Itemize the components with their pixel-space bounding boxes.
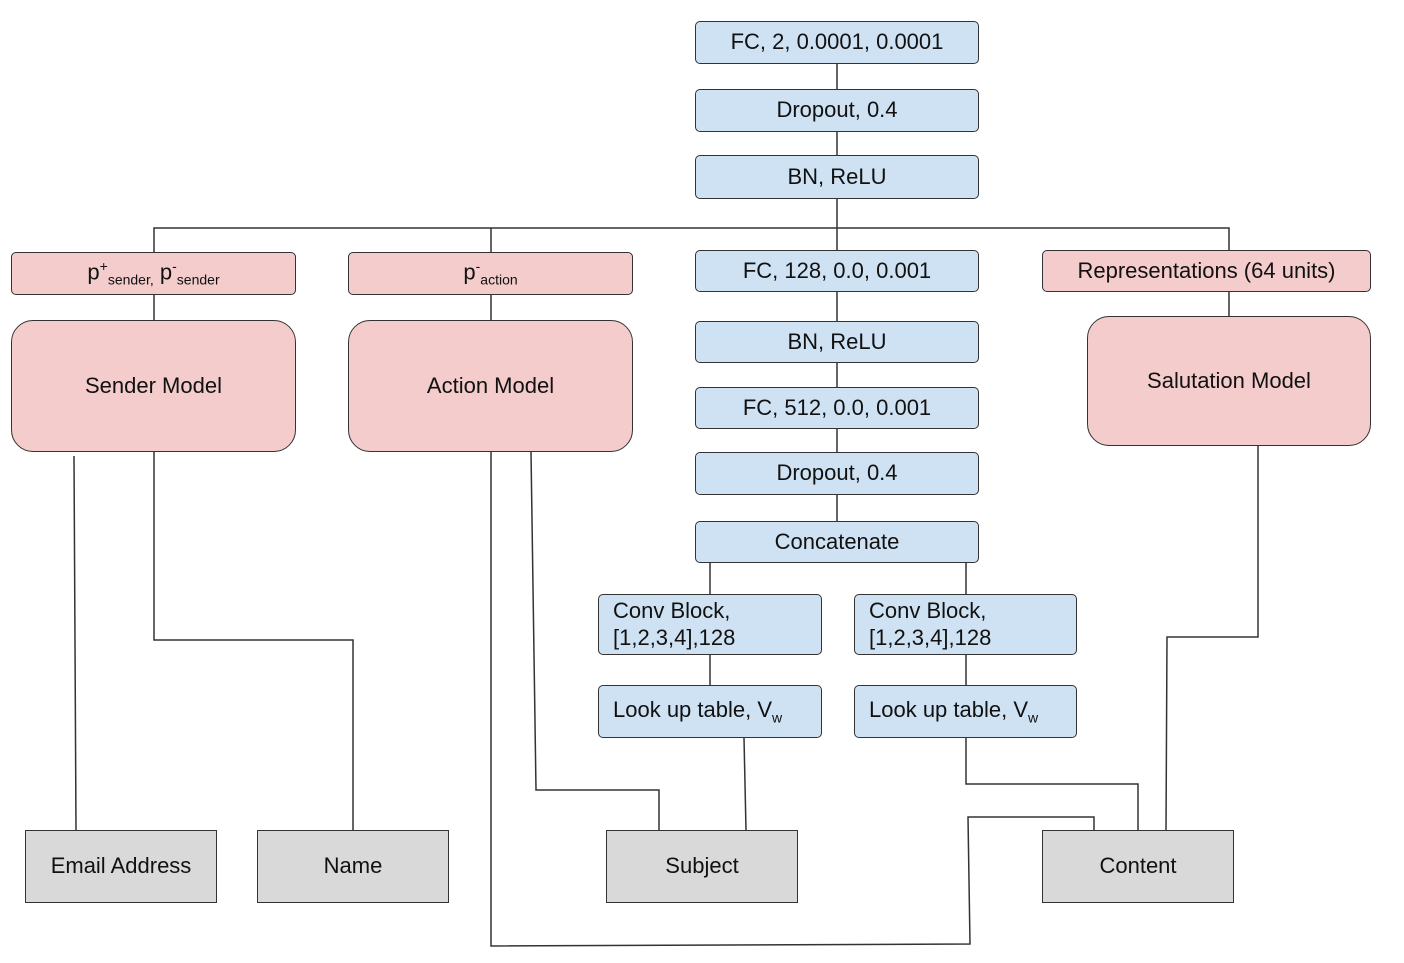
connector-salutation-content (1165, 446, 1259, 831)
fc-128-layer: FC, 128, 0.0, 0.001 (695, 250, 979, 292)
input-name-label: Name (323, 853, 383, 879)
action-prob-box: p-action (348, 252, 633, 295)
salutation-model-label: Salutation Model (1147, 367, 1311, 393)
fc-512-label: FC, 512, 0.0, 0.001 (742, 394, 932, 420)
representations-box: Representations (64 units) (1042, 250, 1371, 292)
fc-512-layer: FC, 512, 0.0, 0.001 (695, 387, 979, 429)
bn-relu-label: BN, ReLU (787, 328, 887, 354)
action-prob-label: p-action (463, 258, 518, 288)
connector-bus (153, 227, 1230, 252)
input-name: Name (257, 830, 449, 903)
input-content-label: Content (1099, 853, 1177, 879)
bn-relu-layer: BN, ReLU (695, 321, 979, 363)
dropout-layer: Dropout, 0.4 (695, 452, 979, 495)
sender-prob-box: p+sender, p-sender (11, 252, 296, 295)
conv-block-right-label: Conv Block, [1,2,3,4],128 (869, 598, 992, 650)
representations-label: Representations (64 units) (1077, 257, 1336, 283)
lookup-table-left-label: Look up table, Vw (613, 696, 783, 726)
lookup-table-left: Look up table, Vw (598, 685, 822, 738)
connector-action-subject (530, 451, 660, 830)
lookup-table-right-label: Look up table, Vw (869, 696, 1039, 726)
connector-sender-name (153, 452, 354, 830)
conv-block-left-label: Conv Block, [1,2,3,4],128 (613, 598, 736, 650)
concatenate-layer: Concatenate (695, 521, 979, 563)
action-model-label: Action Model (426, 372, 555, 398)
fc-output-layer: FC, 2, 0.0001, 0.0001 (695, 21, 979, 64)
bn-relu-top-layer: BN, ReLU (695, 155, 979, 199)
input-email-address: Email Address (25, 830, 217, 903)
sender-prob-label: p+sender, p-sender (87, 258, 220, 288)
dropout-top-label: Dropout, 0.4 (776, 97, 898, 123)
connector-sender-email (73, 455, 77, 831)
bn-relu-top-label: BN, ReLU (787, 163, 887, 189)
dropout-top-layer: Dropout, 0.4 (695, 89, 979, 132)
connector-lookup-right-content (965, 738, 1139, 830)
input-content: Content (1042, 830, 1234, 903)
dropout-label: Dropout, 0.4 (776, 460, 898, 486)
connector-action-content (490, 452, 1095, 947)
conv-block-left: Conv Block, [1,2,3,4],128 (598, 594, 822, 655)
conv-block-right: Conv Block, [1,2,3,4],128 (854, 594, 1077, 655)
lookup-table-right: Look up table, Vw (854, 685, 1077, 738)
concatenate-label: Concatenate (774, 528, 900, 554)
connector-lookup-left-subject (743, 737, 747, 831)
salutation-model-box: Salutation Model (1087, 316, 1371, 446)
sender-model-box: Sender Model (11, 320, 296, 452)
action-model-box: Action Model (348, 320, 633, 452)
input-subject-label: Subject (665, 853, 739, 879)
input-subject: Subject (606, 830, 798, 903)
fc-output-label: FC, 2, 0.0001, 0.0001 (730, 29, 944, 55)
input-email-address-label: Email Address (50, 853, 192, 879)
sender-model-label: Sender Model (85, 372, 222, 398)
fc-128-label: FC, 128, 0.0, 0.001 (742, 257, 932, 283)
